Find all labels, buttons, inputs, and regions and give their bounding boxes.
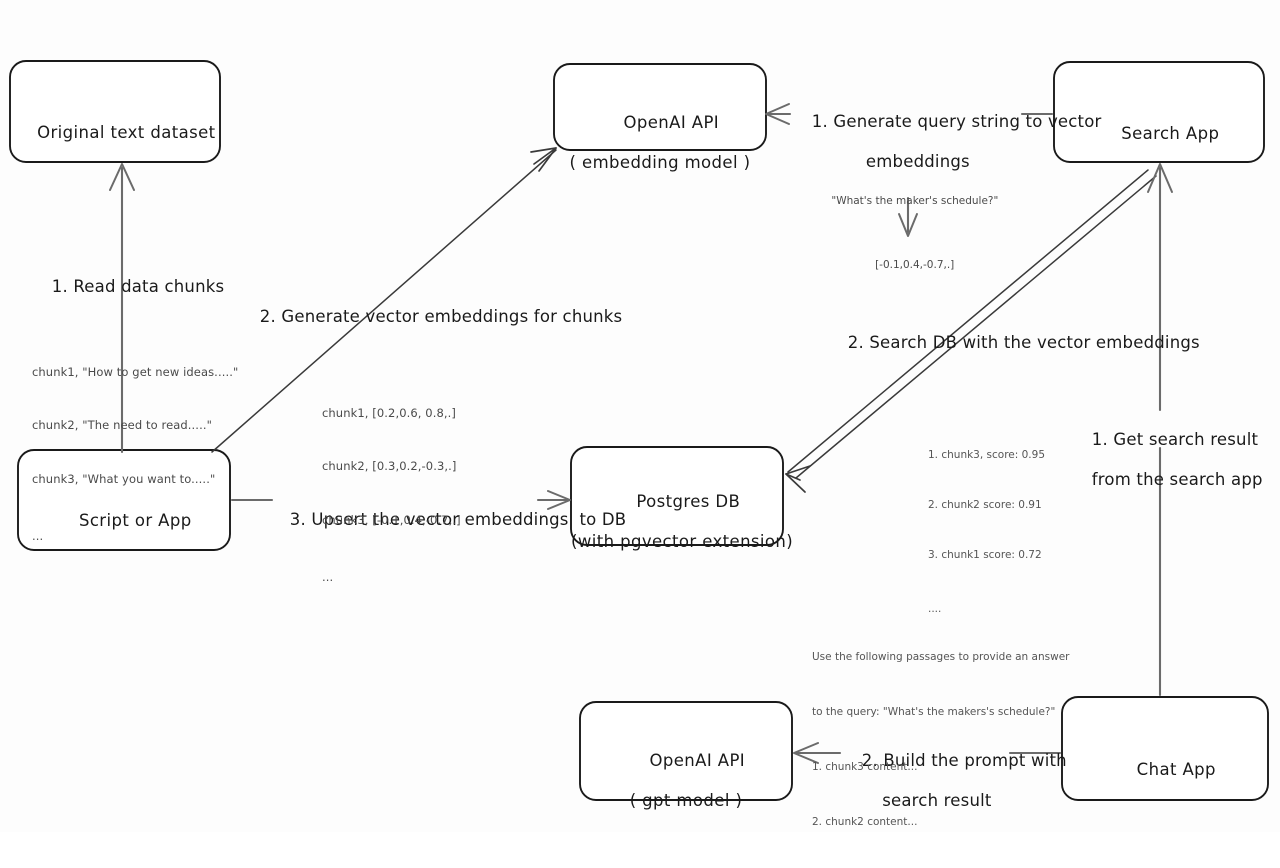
annotation-search-results-line-4: .... (928, 602, 942, 615)
edge-upsert-arrowhead (547, 490, 571, 510)
node-script-or-app[interactable] (17, 449, 231, 551)
edge-label-search-db: 2. Search DB with the vector embeddings (847, 333, 1200, 353)
edge-label-get-search-result: 1. Get search result from the search app (1091, 430, 1263, 490)
edge-label-get-search-result-line2: from the search app (1091, 470, 1263, 490)
annotation-chunk-vectors-line-2: chunk2, [0.3,0.2,-0.3,.] (322, 459, 457, 474)
edge-build-prompt-arrowhead (793, 742, 819, 764)
annotation-raw-chunks-line-2: chunk2, "The need to read....." (32, 418, 212, 433)
annotation-prompt-preview-line-1: Use the following passages to provide an… (812, 650, 1070, 663)
node-postgres-db[interactable] (570, 446, 784, 546)
label-openai-embedding-api-sub: ( embedding model ) (569, 153, 751, 173)
edge-get-search-result-arrowhead (1147, 163, 1173, 193)
node-openai-gpt-api[interactable] (579, 701, 793, 801)
diagram-canvas: Original text dataset Script or App Open… (9, 60, 1269, 829)
edge-label-generate-query-string-line2: embeddings (865, 152, 970, 172)
annotation-search-results-line-3: 3. chunk1 score: 0.72 (928, 549, 1042, 562)
edge-label-build-prompt-line2: search result (882, 791, 992, 811)
annotation-query-vector: [-0.1,0.4,-0.7,.] (875, 258, 955, 271)
annotation-search-results-line-1: 1. chunk3, score: 0.95 (928, 448, 1045, 461)
annotation-chunk-vectors: chunk1, [0.2,0.6, 0.8,.] chunk2, [0.3,0.… (322, 369, 522, 622)
label-original-text-dataset: Original text dataset (37, 123, 216, 143)
edge-search-db-arrowhead-2 (785, 473, 801, 481)
annotation-search-results: 1. chunk3, score: 0.95 2. chunk2 score: … (928, 413, 1118, 651)
edge-label-upsert-to-db: 3. Upsert the vector embeddings to DB (289, 510, 627, 530)
label-chat-app: Chat App (1136, 760, 1216, 780)
diagram-svg (9, 60, 1269, 801)
annotation-chunk-vectors-line-4: ... (322, 569, 334, 584)
edge-label-build-prompt: 2. Build the prompt with search result (861, 751, 1067, 811)
edge-search-db-line-a (787, 169, 1149, 473)
annotation-raw-chunks-line-3: chunk3, "What you want to....." (32, 471, 216, 486)
edge-label-generate-vector-embeddings: 2. Generate vector embeddings for chunks (259, 307, 623, 327)
edge-search-db-line-b (795, 175, 1157, 479)
label-postgres-db-sub: (with pgvector extension) (571, 532, 794, 552)
annotation-prompt-preview-line-4: 2. chunk2 content... (812, 816, 918, 829)
node-openai-embedding-api[interactable] (553, 63, 767, 151)
annotation-prompt-preview: Use the following passages to provide an… (812, 611, 1072, 868)
annotation-chunk-vectors-line-1: chunk1, [0.2,0.6, 0.8,.] (322, 405, 456, 420)
label-openai-gpt-api: OpenAI API ( gpt model ) (580, 731, 792, 852)
node-search-app[interactable] (1053, 61, 1265, 163)
edge-read-data-chunks-arrowhead (109, 163, 135, 191)
edge-generate-vector-embeddings-arrowhead-2 (533, 147, 557, 165)
annotation-prompt-preview-line-2: to the query: "What's the makers's sched… (812, 705, 1056, 718)
annotation-raw-chunks: chunk1, "How to get new ideas....." chun… (32, 328, 262, 581)
annotation-prompt-preview-line-3: 1. chunk3 content... (812, 761, 918, 773)
label-script-or-app: Script or App (78, 511, 192, 531)
annotation-raw-chunks-line-1: chunk1, "How to get new ideas....." (32, 364, 239, 379)
node-chat-app[interactable] (1061, 696, 1269, 801)
edge-label-read-data-chunks: 1. Read data chunks (51, 277, 225, 297)
edge-generate-vector-embeddings (211, 149, 557, 453)
label-openai-gpt-api-sub: ( gpt model ) (629, 791, 743, 811)
annotation-chunk-vectors-line-3: chunk3, [-0.1,0.4,-0.7,.] (322, 512, 461, 527)
label-openai-embedding-api: OpenAI API ( embedding model ) (554, 93, 766, 214)
node-original-text-dataset[interactable] (9, 60, 221, 163)
edge-label-generate-query-string: 1. Generate query string to vector embed… (811, 112, 1102, 172)
label-search-app: Search App (1121, 124, 1220, 144)
annotation-raw-chunks-line-4: ... (32, 528, 44, 543)
edge-query-to-vector-arrowhead (898, 213, 918, 237)
label-postgres-db: Postgres DB (with pgvector extension) (571, 492, 794, 552)
annotation-query-string: "What's the maker's schedule?" (831, 194, 999, 207)
edge-generate-query-arrowhead (765, 103, 790, 125)
annotation-search-results-line-2: 2. chunk2 score: 0.91 (928, 498, 1042, 511)
